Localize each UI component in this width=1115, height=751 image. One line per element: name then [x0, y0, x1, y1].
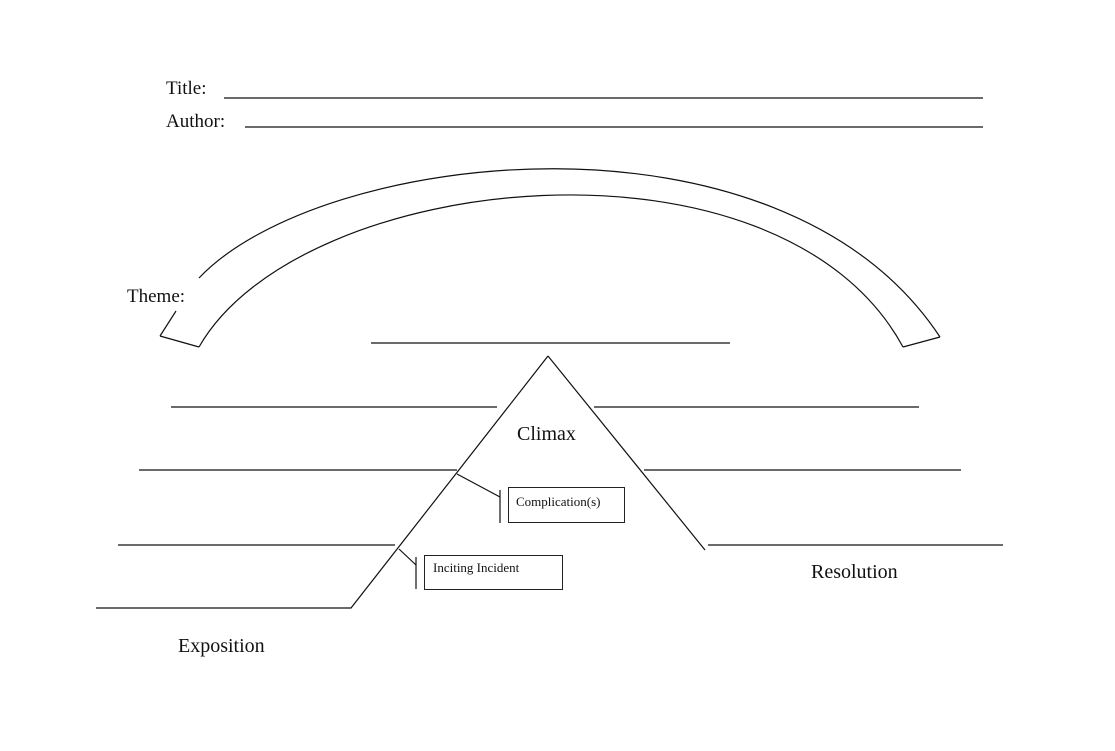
inciting-incident-box — [424, 555, 563, 590]
exposition-label: Exposition — [178, 635, 265, 657]
resolution-label: Resolution — [811, 561, 898, 583]
complication-label: Complication(s) — [516, 494, 601, 509]
complication-connector — [456, 473, 501, 498]
theme-arch-left-cap — [159, 335, 200, 348]
theme-arch-outer — [198, 168, 941, 338]
theme-arch-right-cap — [902, 336, 941, 348]
author-label: Author: — [166, 111, 226, 132]
plot-rising-action-line — [96, 355, 549, 609]
theme-label: Theme: — [127, 286, 186, 307]
climax-label: Climax — [517, 423, 576, 445]
title-label: Title: — [166, 78, 207, 99]
theme-arch-inner — [198, 194, 904, 348]
theme-arch-left-tip — [159, 310, 177, 337]
inciting-incident-label: Inciting Incident — [433, 560, 520, 575]
plot-falling-action-line — [547, 355, 706, 551]
complication-box — [508, 487, 625, 523]
inciting-connector — [398, 548, 417, 566]
